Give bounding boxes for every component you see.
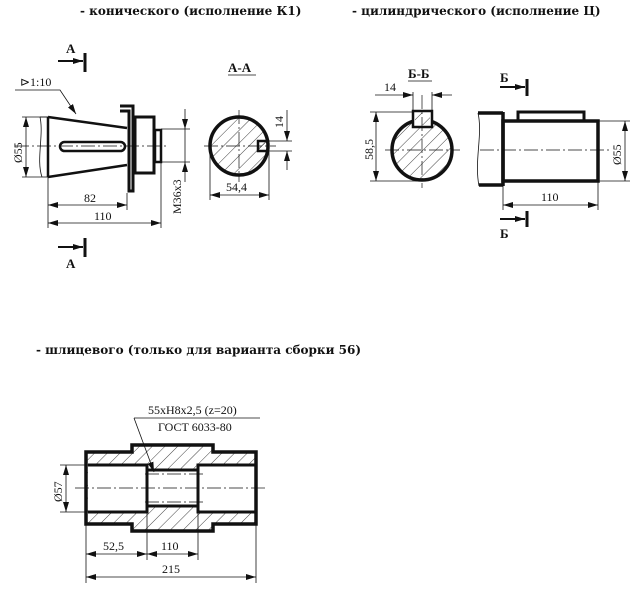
- cylindrical-shaft-view: Ø55 110 Б Б: [477, 70, 630, 241]
- length-52-5-label: 52,5: [103, 539, 124, 553]
- spline-spec-label: 55xH8x2,5 (z=20): [148, 403, 237, 417]
- length-110-label: 110: [161, 539, 179, 553]
- key-14-label: 14: [272, 116, 286, 128]
- height-58-5-label: 58,5: [362, 139, 376, 160]
- section-b-b-title: Б-Б: [408, 66, 430, 81]
- diameter-label: Ø55: [11, 142, 25, 163]
- section-mark-bottom: Б: [500, 226, 509, 241]
- thread-label: M36x3: [170, 179, 184, 214]
- section-mark-bottom: А: [66, 256, 76, 271]
- section-a-a: А-А 14 54,4: [204, 60, 292, 200]
- section-mark-top: Б: [500, 70, 509, 85]
- diameter-label: Ø57: [51, 481, 65, 502]
- section-a-a-title: А-А: [228, 60, 252, 75]
- conical-shaft-view: ⊳1:10 Ø55 82 110 M36x3 А А: [11, 41, 190, 271]
- length-110-label: 110: [541, 190, 559, 204]
- heading-cylindrical: - цилиндрического (исполнение Ц): [352, 4, 601, 18]
- spline-hub-view: 55xH8x2,5 (z=20) ГОСТ 6033-80 Ø57 52,5 1…: [51, 403, 265, 583]
- depth-54-4-label: 54,4: [226, 180, 247, 194]
- heading-spline: - шлицевого (только для варианта сборки …: [36, 343, 361, 357]
- length-215-label: 215: [162, 562, 180, 576]
- length-110-label: 110: [94, 209, 112, 223]
- spline-standard-label: ГОСТ 6033-80: [158, 420, 232, 434]
- section-b-b: Б-Б 14 58,5: [362, 66, 460, 188]
- section-mark-top: А: [66, 41, 76, 56]
- heading-conical: - конического (исполнение К1): [80, 4, 301, 18]
- taper-label: ⊳1:10: [20, 75, 51, 89]
- length-82-label: 82: [84, 191, 96, 205]
- diameter-label: Ø55: [610, 144, 624, 165]
- key-14-label: 14: [384, 80, 396, 94]
